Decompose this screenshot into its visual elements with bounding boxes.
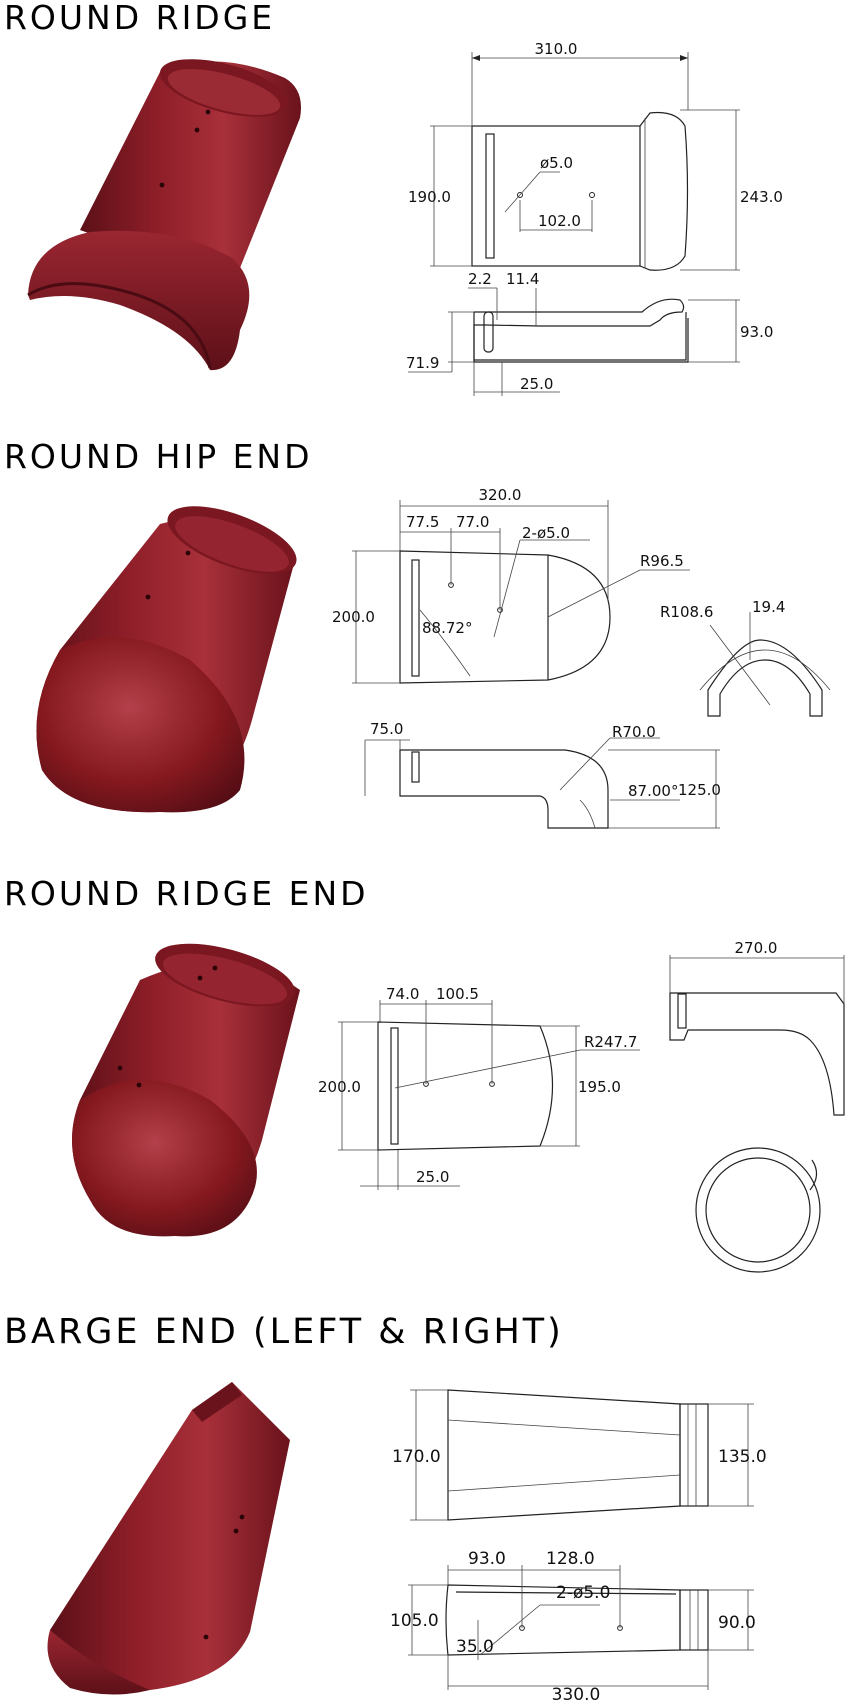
barge-end-holes-dim: 2-ø5.0: [556, 1583, 610, 1603]
hip-end-radius-bend-dim: R70.0: [612, 723, 656, 741]
barge-end-width-end-dim: 135.0: [718, 1447, 767, 1467]
round-ridge-end-front-view: [695, 1147, 821, 1273]
round-ridge-end-cap: [72, 1080, 257, 1237]
hip-end-lip-dim: 75.0: [370, 720, 403, 738]
barge-end-body: [50, 1382, 290, 1690]
barge-end-side-view: [408, 1565, 754, 1690]
hip-end-length-dim: 320.0: [479, 486, 522, 504]
barge-end-length-dim: 330.0: [552, 1685, 601, 1705]
barge-end-inner-dim: 35.0: [456, 1637, 494, 1657]
hip-end-width-dim: 200.0: [332, 608, 375, 626]
round-ridge-depth-dim: 11.4: [506, 270, 539, 288]
hip-end-height-dim: 125.0: [678, 781, 721, 799]
round-ridge-flange-width-dim: 243.0: [740, 188, 783, 206]
round-ridge-width-dim: 190.0: [408, 188, 451, 206]
round-ridge-product-photo: [27, 59, 301, 371]
round-ridge-end-top-view: [338, 1000, 640, 1190]
hip-end-offset2-dim: 77.0: [456, 513, 489, 531]
section-title-round-ridge-end: ROUND RIDGE END: [4, 874, 369, 913]
round-hip-end-dome: [36, 637, 245, 813]
barge-end-height-end-dim: 90.0: [718, 1613, 756, 1633]
barge-end-height-dim: 105.0: [390, 1611, 439, 1631]
round-hip-end-section-view: [699, 612, 831, 717]
round-ridge-hole-dim: ø5.0: [540, 154, 573, 172]
ridge-end-offset1-dim: 74.0: [386, 985, 419, 1003]
round-ridge-top-view: [430, 52, 740, 271]
ridge-end-width-dim: 200.0: [318, 1078, 361, 1096]
ridge-end-radius-dim: R247.7: [584, 1033, 637, 1051]
round-ridge-height-dim: 93.0: [740, 323, 773, 341]
round-hip-end-product-photo: [36, 506, 297, 813]
round-ridge-length-dim: 310.0: [535, 40, 578, 58]
round-ridge-end-side-view: [669, 955, 845, 1116]
section-title-barge-end: BARGE END (LEFT & RIGHT): [4, 1312, 564, 1352]
round-ridge-inner-height-dim: 71.9: [406, 354, 439, 372]
barge-end-offset2-dim: 128.0: [546, 1549, 595, 1569]
hip-end-angle2-dim: 87.00°: [628, 782, 678, 800]
hip-end-radius-arc-dim: R108.6: [660, 603, 713, 621]
round-ridge-gap-dim: 2.2: [468, 270, 492, 288]
ridge-end-offset2-dim: 100.5: [436, 985, 479, 1003]
hip-end-angle1-dim: 88.72°: [422, 619, 472, 637]
ridge-end-length-dim: 270.0: [735, 939, 778, 957]
round-ridge-flange: [28, 230, 250, 371]
hip-end-radius-end-dim: R96.5: [640, 552, 684, 570]
hip-end-holes-dim: 2-ø5.0: [522, 524, 570, 542]
ridge-end-width-end-dim: 195.0: [578, 1078, 621, 1096]
round-ridge-hole-offset-dim: 102.0: [538, 212, 581, 230]
round-ridge-side-view: [408, 287, 740, 396]
barge-end-top-view: [410, 1389, 754, 1521]
barge-end-width-dim: 170.0: [392, 1447, 441, 1467]
hip-end-offset1-dim: 77.5: [406, 513, 439, 531]
section-title-round-hip-end: ROUND HIP END: [4, 437, 313, 476]
round-ridge-hole: [205, 109, 211, 115]
round-ridge-end-product-photo: [72, 943, 300, 1237]
ridge-end-slot-dim: 25.0: [416, 1168, 449, 1186]
barge-end-offset1-dim: 93.0: [468, 1549, 506, 1569]
round-hip-end-top-view: [352, 500, 690, 684]
barge-end-product-photo: [47, 1382, 290, 1695]
round-ridge-slot-dim: 25.0: [520, 375, 553, 393]
section-title-round-ridge: ROUND RIDGE: [4, 0, 276, 37]
hip-end-thickness-dim: 19.4: [752, 598, 785, 616]
round-hip-end-side-view: [364, 737, 720, 829]
